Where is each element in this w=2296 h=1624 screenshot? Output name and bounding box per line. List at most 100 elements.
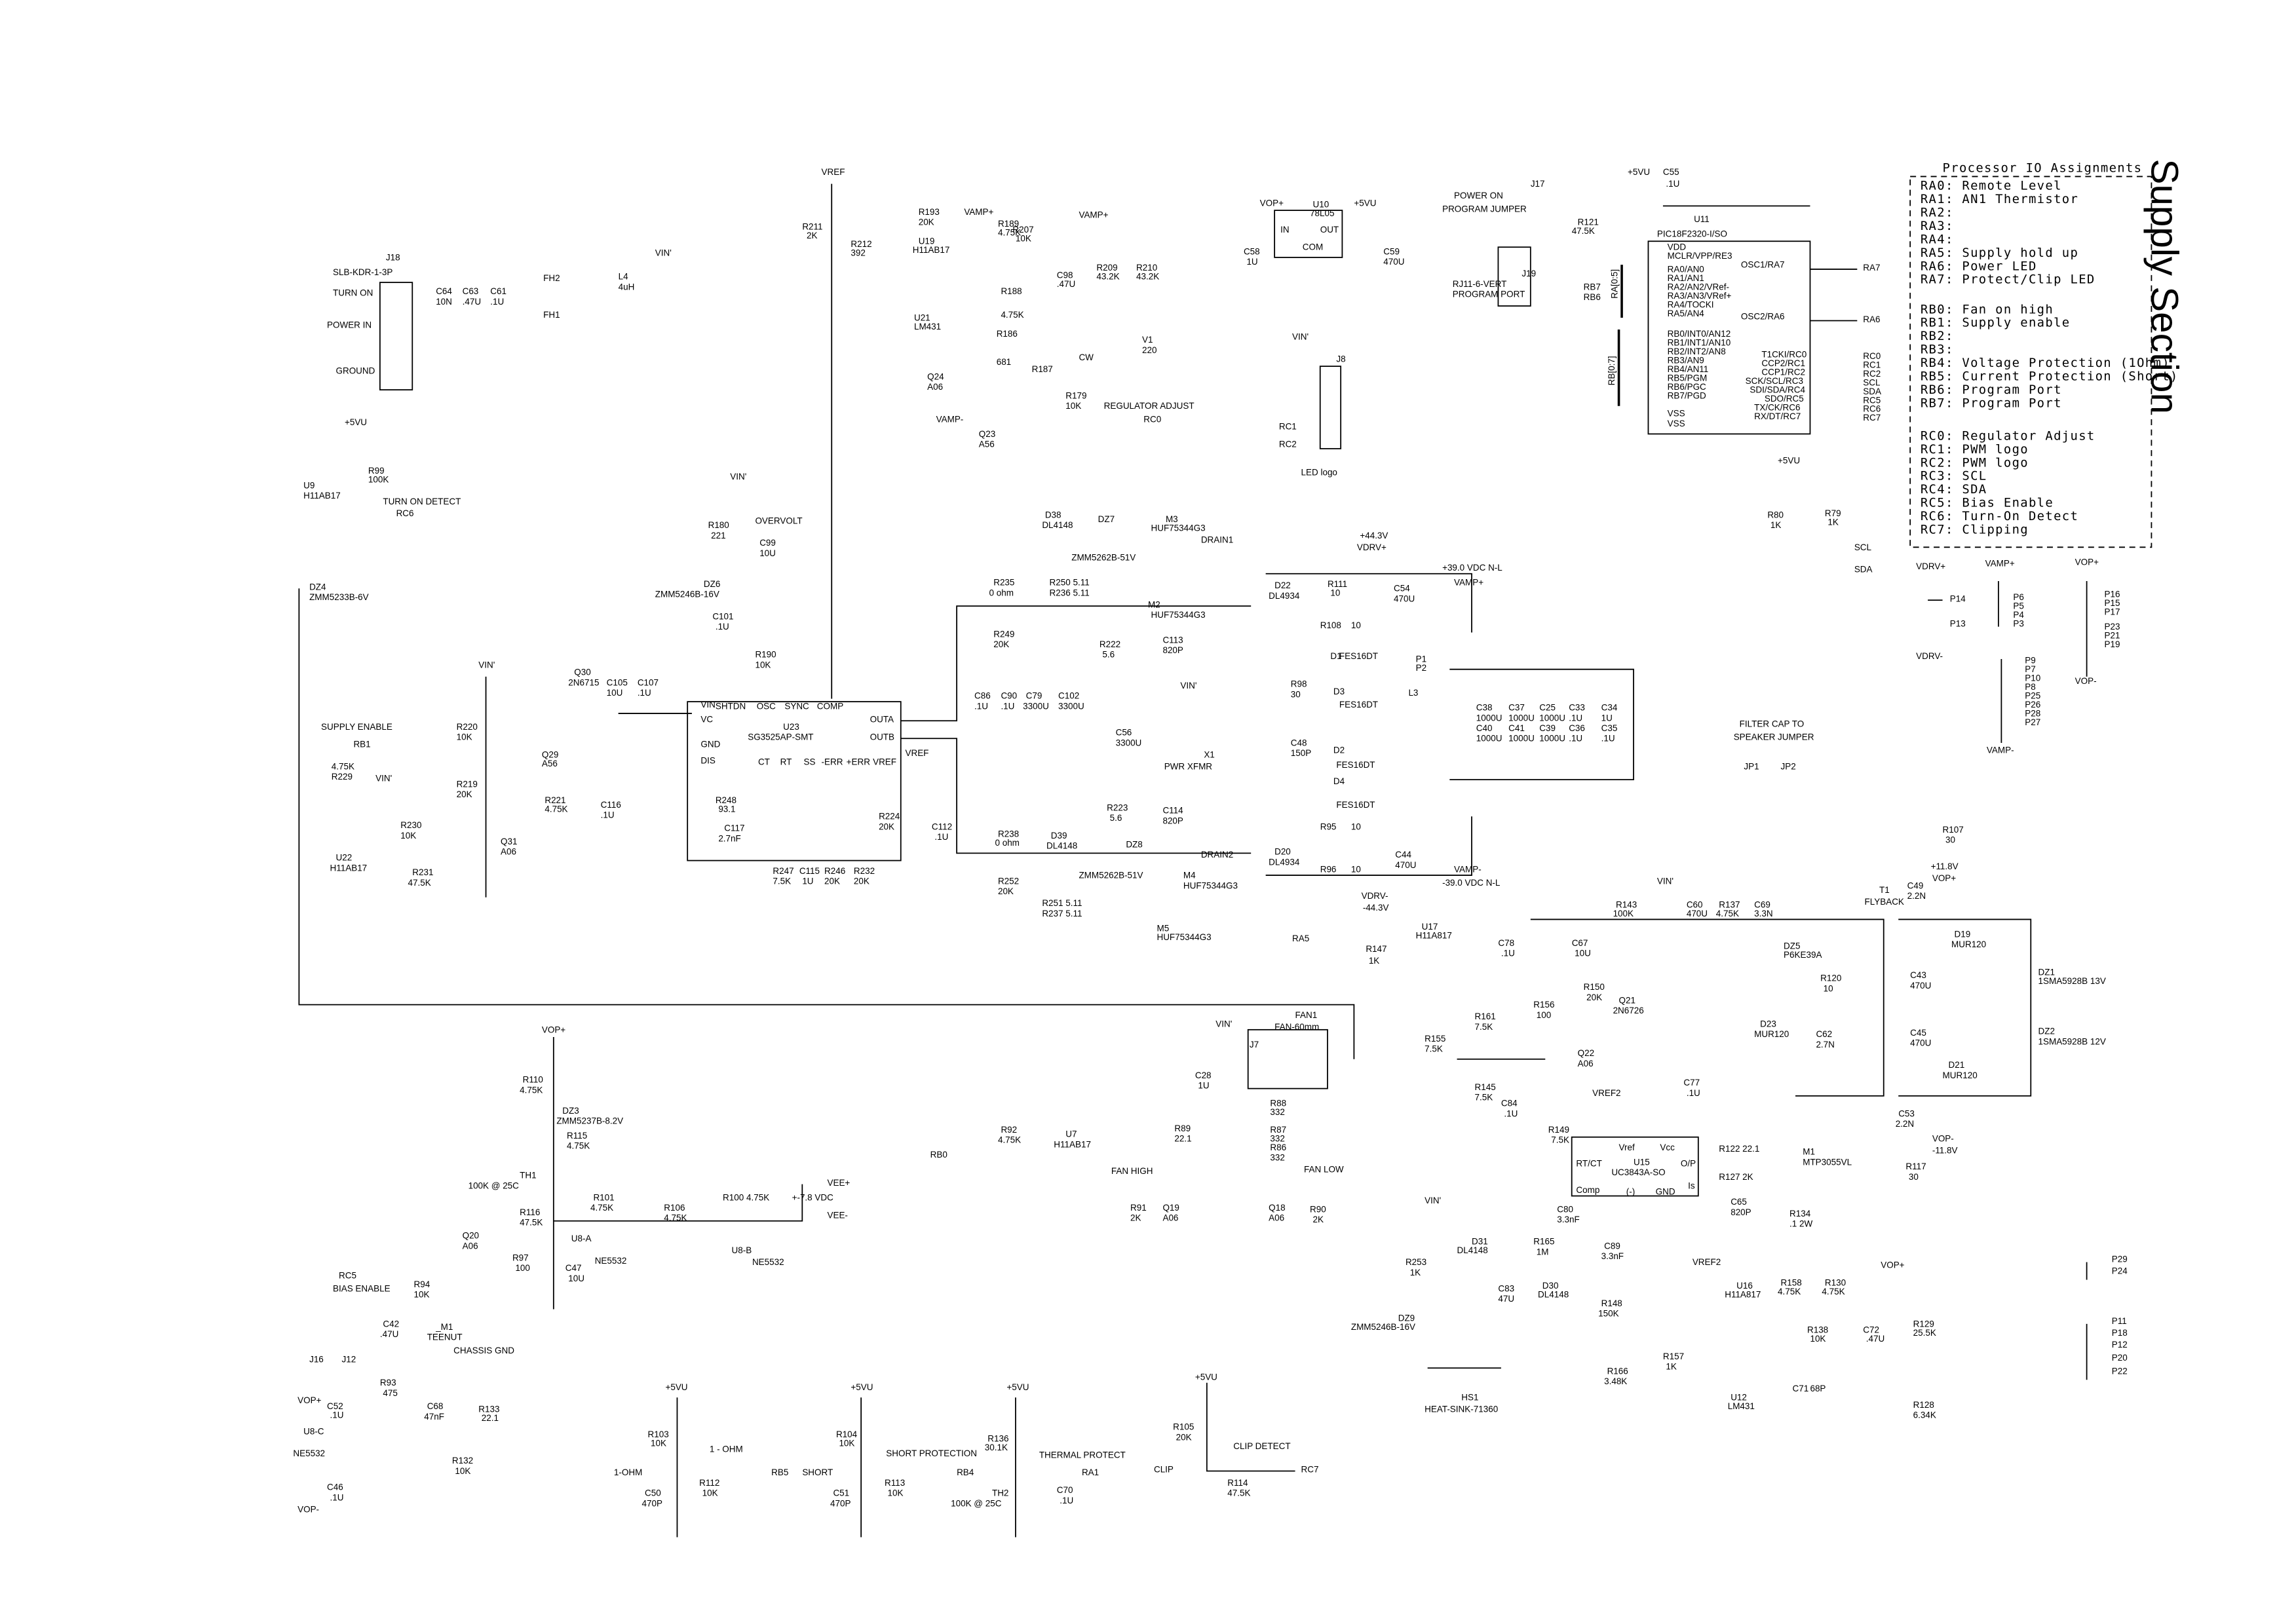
- label-r98: R98: [1291, 679, 1307, 689]
- label-drain1: DRAIN1: [1201, 535, 1233, 545]
- label-r91: R91: [1130, 1203, 1147, 1213]
- label-dz4: DZ4: [309, 582, 326, 592]
- rb-bus-label: RB[0:7]: [1607, 356, 1617, 385]
- label-c80v: 3.3nF: [1557, 1215, 1579, 1224]
- label-u11l6: RA4/TOCKI: [1668, 299, 1714, 309]
- label-tp17: P17: [2105, 607, 2120, 617]
- label-r156: R156: [1533, 1000, 1554, 1010]
- label-c67v: 10U: [1575, 949, 1591, 958]
- label-r188: R188: [1001, 286, 1022, 296]
- label-u16: U16: [1736, 1281, 1753, 1291]
- label-c38: C38: [1476, 703, 1493, 713]
- label-r179v: 10K: [1065, 401, 1081, 411]
- label-r133: R133: [478, 1405, 499, 1414]
- label-r103: R103: [648, 1429, 669, 1439]
- label-c61v: .1U: [490, 297, 504, 307]
- label-d1v: FES16DT: [1339, 651, 1378, 661]
- label-pdis: DIS: [700, 755, 715, 765]
- label-r99: R99: [368, 466, 385, 476]
- label-vin1: VIN': [655, 248, 672, 258]
- label-r113: R113: [885, 1478, 905, 1488]
- label-tp22: P22: [2112, 1366, 2128, 1376]
- label-m1v: MTP3055VL: [1803, 1157, 1852, 1167]
- label-r219v: 20K: [457, 789, 472, 799]
- label-dz7v: ZMM5262B-51V: [1071, 553, 1136, 563]
- label-c58: C58: [1244, 246, 1260, 256]
- label-dz3v: ZMM5237B-8.2V: [556, 1116, 623, 1126]
- label-psync: SYNC: [784, 701, 809, 711]
- label-rc6: RC6: [396, 508, 414, 518]
- label-r130: R130: [1825, 1278, 1846, 1288]
- label-c70: C70: [1057, 1485, 1073, 1495]
- label-j19v: RJ11-6-VERT: [1453, 279, 1507, 289]
- label-vin6: VIN': [1292, 332, 1309, 342]
- label-r90: R90: [1310, 1204, 1326, 1214]
- label-c63v: .47U: [463, 297, 481, 307]
- label-m118: -11.8V: [1932, 1145, 1958, 1155]
- label-u8b: U8-B: [732, 1245, 752, 1255]
- label-u22: U22: [336, 853, 353, 863]
- label-r209v: 43.2K: [1096, 272, 1119, 282]
- io-assignment-item: RB5: Current Protection (Short): [1921, 369, 2179, 383]
- label-tp11: P11: [2112, 1316, 2127, 1326]
- label-r110v: 4.75K: [520, 1085, 543, 1095]
- label-v1: V1: [1142, 335, 1153, 345]
- label-u11l2: RA0/AN0: [1668, 264, 1704, 274]
- io-assignment-item: RA4:: [1921, 232, 1954, 246]
- label-m4v: HUF75344G3: [1183, 880, 1238, 890]
- label-r231v: 47.5K: [408, 878, 431, 888]
- label-dz1: DZ1: [2038, 968, 2055, 977]
- label-vdrvp: VDRV+: [1357, 542, 1387, 552]
- label-r120: R120: [1820, 973, 1841, 983]
- label-c72v: .47U: [1866, 1334, 1885, 1344]
- label-c49v: 2.2N: [1907, 891, 1926, 901]
- label-r235: R235: [993, 578, 1014, 588]
- label-u11r5: SCK/SCL/RC3: [1746, 376, 1803, 386]
- label-ne2: NE5532: [752, 1257, 784, 1267]
- label-r132v: 10K: [455, 1466, 470, 1476]
- label-j19: J19: [1521, 269, 1536, 278]
- label-c59v: 470U: [1383, 257, 1404, 267]
- label-u9: U9: [303, 480, 315, 490]
- label-j18: J18: [386, 252, 400, 262]
- label-u15gnd: GND: [1656, 1186, 1675, 1196]
- label-r128: R128: [1913, 1400, 1934, 1410]
- label-r189: R189: [998, 219, 1019, 229]
- label-r108: R108: [1320, 620, 1341, 630]
- label-u11l14: RB6/PGC: [1668, 382, 1706, 392]
- label-c86: C86: [974, 691, 991, 701]
- label-vampp2: VAMP+: [1079, 210, 1108, 219]
- label-c25v: 1000U: [1539, 713, 1565, 723]
- label-r211v: 2K: [807, 231, 817, 240]
- label-pshtdn: SHTDN: [716, 701, 746, 711]
- label-u11r0: OSC1/RA7: [1741, 260, 1785, 270]
- label-r120v: 10: [1824, 983, 1833, 993]
- label-pvc: VC: [700, 715, 713, 725]
- label-r110: R110: [523, 1075, 543, 1085]
- label-c50v: 470P: [642, 1498, 662, 1508]
- label-vin9: VIN': [1215, 1019, 1232, 1029]
- label-r229: R229: [332, 772, 353, 782]
- label-c28v: 1U: [1198, 1081, 1209, 1091]
- label-regadj: REGULATOR ADJUST: [1104, 401, 1195, 411]
- label-r88v: 332: [1270, 1107, 1284, 1117]
- label-u15comp: Comp: [1576, 1185, 1599, 1195]
- label-u11r7: SDO/RC5: [1765, 394, 1804, 404]
- label-r211: R211: [802, 221, 822, 231]
- label-tp23: P23: [2105, 622, 2120, 632]
- label-c39v: 1000U: [1539, 734, 1565, 744]
- label-c34: C34: [1601, 703, 1618, 713]
- label-posc: OSC: [757, 701, 776, 711]
- label-c117: C117: [724, 823, 744, 833]
- label-r157v: 1K: [1666, 1362, 1676, 1372]
- io-assignment-item: RC4: SDA: [1921, 482, 1987, 497]
- label-r222: R222: [1100, 639, 1120, 649]
- label-r138v: 10K: [1810, 1334, 1826, 1344]
- io-assignment-item: RC7: Clipping: [1921, 522, 2029, 537]
- label-r161: R161: [1474, 1011, 1495, 1021]
- label-r166v: 3.48K: [1604, 1376, 1627, 1386]
- label-r137v: 4.75K: [1716, 909, 1739, 918]
- label-j18v: SLB-KDR-1-3P: [333, 267, 392, 277]
- label-vin7: VIN': [1657, 877, 1674, 886]
- label-q24v: A06: [927, 382, 943, 392]
